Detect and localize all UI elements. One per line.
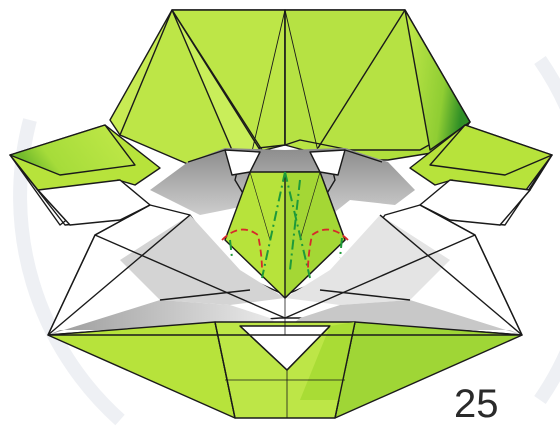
step-number-label: 25 [454,384,499,424]
top-flap [110,10,470,165]
bottom-flap [48,322,522,418]
